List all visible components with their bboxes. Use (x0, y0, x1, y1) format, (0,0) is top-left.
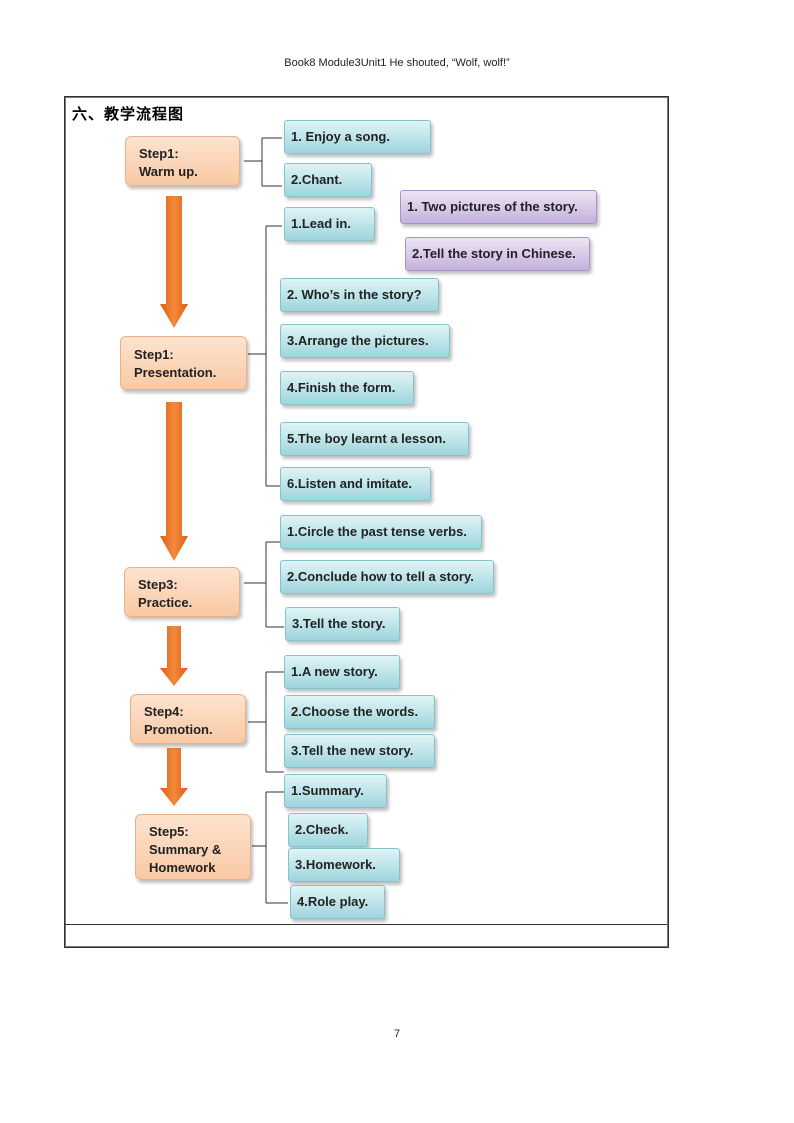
warmup-item: 1. Enjoy a song. (284, 120, 431, 154)
presentation-item: 6.Listen and imitate. (280, 467, 431, 501)
step-label: Practice. (138, 595, 193, 610)
summary-item: 1.Summary. (284, 774, 387, 808)
presentation-item: 4.Finish the form. (280, 371, 414, 405)
step-label: Promotion. (144, 722, 213, 737)
flow-arrow-4 (160, 748, 188, 806)
step-practice: Step3: Practice. (124, 567, 240, 617)
step-label: Warm up. (139, 164, 198, 179)
lead-in-subitem: 2.Tell the story in Chinese. (405, 237, 590, 271)
step-warm-up: Step1: Warm up. (125, 136, 240, 186)
flow-arrow-2 (160, 402, 188, 561)
step-label-continued: Homework (149, 860, 216, 875)
promotion-item: 2.Choose the words. (284, 695, 435, 729)
presentation-item: 5.The boy learnt a lesson. (280, 422, 469, 456)
step-number: Step1: (134, 347, 174, 362)
step-promotion: Step4: Promotion. (130, 694, 246, 744)
promotion-item: 3.Tell the new story. (284, 734, 435, 768)
summary-item: 2.Check. (288, 813, 368, 847)
presentation-item: 1.Lead in. (284, 207, 375, 241)
practice-item: 2.Conclude how to tell a story. (280, 560, 494, 594)
step-label: Summary & (149, 842, 222, 857)
step-summary-homework: Step5: Summary & Homework (135, 814, 251, 880)
table-divider (65, 924, 667, 925)
summary-item: 3.Homework. (288, 848, 400, 882)
step-number: Step4: (144, 704, 184, 719)
step-number: Step5: (149, 824, 189, 839)
practice-item: 3.Tell the story. (285, 607, 400, 641)
section-title: 六、教学流程图 (72, 105, 185, 123)
page-header: Book8 Module3Unit1 He shouted, “Wolf, wo… (284, 57, 510, 69)
practice-item: 1.Circle the past tense verbs. (280, 515, 482, 549)
flow-arrow-1 (160, 196, 188, 328)
lead-in-subitem: 1. Two pictures of the story. (400, 190, 597, 224)
step-number: Step1: (139, 146, 179, 161)
step-label: Presentation. (134, 365, 217, 380)
presentation-item: 2. Who’s in the story? (280, 278, 439, 312)
warmup-item: 2.Chant. (284, 163, 372, 197)
presentation-item: 3.Arrange the pictures. (280, 324, 450, 358)
flowchart-frame (64, 96, 669, 948)
step-number: Step3: (138, 577, 178, 592)
page-number: 7 (393, 1028, 401, 1040)
flow-arrow-3 (160, 626, 188, 686)
summary-item: 4.Role play. (290, 885, 385, 919)
step-presentation: Step1: Presentation. (120, 336, 247, 390)
promotion-item: 1.A new story. (284, 655, 400, 689)
